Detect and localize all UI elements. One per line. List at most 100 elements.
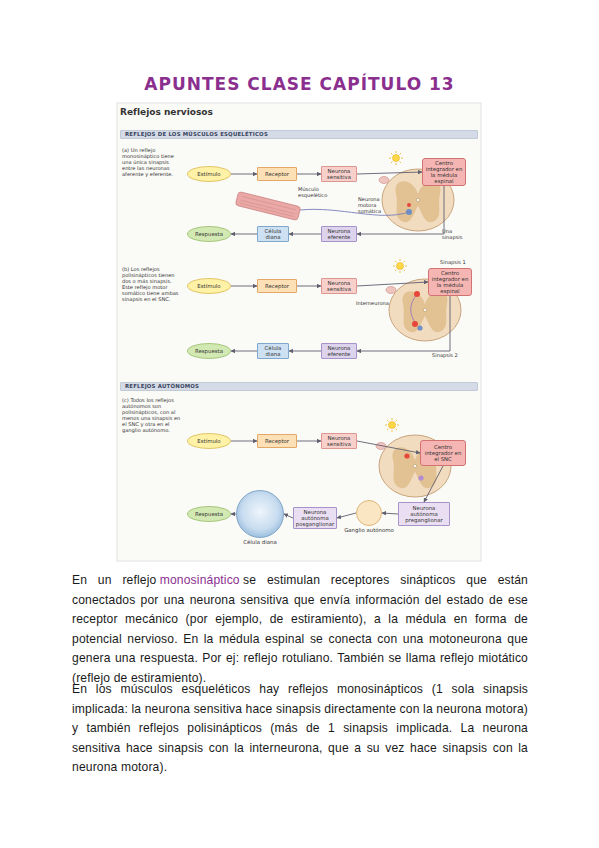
flow-arrow	[231, 351, 257, 352]
sun-core	[397, 263, 404, 270]
response-oval: Respuesta	[187, 226, 231, 242]
skeletal-muscle	[235, 191, 300, 220]
node-label: Respuesta	[194, 231, 224, 237]
postganglionic-neuron-box: Neurona autónoma posganglionar	[293, 507, 337, 529]
ganglion-circle: Ganglio autónomo	[356, 500, 382, 526]
node-label: Célula diana	[229, 539, 291, 545]
integrating-center-box: Centro integrador en la médula espinal	[422, 158, 466, 186]
node-label: Ganglio autónomo	[338, 527, 400, 533]
node-ellipse	[188, 507, 231, 522]
central-canal	[416, 198, 419, 201]
target-cell-box: Célula diana	[257, 343, 289, 359]
node-label: Centro integrador en la médula espinal	[423, 160, 465, 185]
stimulus-oval: Estímulo	[187, 166, 231, 182]
sensory-neuron-box: Neurona sensitiva	[321, 278, 357, 294]
node-ellipse	[188, 227, 231, 242]
node-label: Estímulo	[196, 283, 221, 289]
synapse-star	[412, 321, 418, 327]
receptor-box: Receptor	[257, 279, 297, 293]
part-label: Sinapsis 2	[432, 352, 462, 358]
stimulus-sun	[389, 151, 403, 165]
highlighted-term: monosináptico	[160, 573, 240, 587]
node-label: Centro integrador en el SNC	[421, 444, 465, 463]
sun-core	[389, 422, 396, 429]
integrating-center-box: Centro integrador en el SNC	[420, 440, 466, 466]
node-ellipse	[237, 491, 284, 538]
dorsal-root-ganglion	[386, 287, 396, 294]
sun-rays	[389, 151, 403, 165]
response-oval: Respuesta	[187, 506, 231, 522]
flow-arrow	[231, 286, 257, 287]
sensory-neuron-box: Neurona sensitiva	[321, 433, 357, 449]
integrating-center-box: Centro integrador en la médula espinal	[428, 268, 472, 296]
page-title: APUNTES CLASE CAPÍTULO 13	[0, 74, 599, 94]
synapse-star	[404, 453, 409, 458]
receptor-box: Receptor	[257, 167, 297, 181]
dorsal-root-ganglion	[379, 177, 389, 184]
preganglionic-neuron-box: Neurona autónoma preganglionar	[398, 502, 450, 526]
sun-rays	[393, 259, 407, 273]
flow-arrow	[297, 286, 321, 287]
figure-heading: Reflejos nerviosos	[120, 107, 340, 118]
flow-arrow	[231, 174, 257, 175]
part-label: Una sinapsis	[442, 228, 472, 240]
flow-arrow	[231, 441, 257, 442]
node-label: Receptor	[264, 171, 290, 177]
receptor-box: Receptor	[257, 434, 297, 448]
flow-arrow	[357, 441, 420, 453]
node-label: Célula diana	[258, 228, 288, 240]
response-oval: Respuesta	[187, 343, 231, 359]
stimulus-sun	[393, 259, 407, 273]
paragraph: En los músculos esqueléticos hay reflejo…	[72, 680, 528, 778]
flow-arrow	[231, 234, 257, 235]
node-ellipse	[188, 344, 231, 359]
interneuron-axon	[411, 294, 417, 322]
node-label: Receptor	[264, 438, 290, 444]
part-label: Sinapsis 1	[440, 259, 472, 265]
gray-matter	[402, 291, 447, 332]
part-label: Músculo esquelético	[298, 186, 342, 198]
gray-matter	[395, 181, 440, 222]
node-label: Receptor	[264, 283, 290, 289]
node-label: Neurona eferente	[322, 345, 356, 357]
panel-caption: (c) Todos los reflejos autónomos son pol…	[122, 397, 184, 434]
node-label: Neurona autónoma posganglionar	[294, 509, 336, 528]
target-cell-circle: Célula diana	[236, 490, 284, 538]
node-label: Neurona eferente	[322, 228, 356, 240]
band-heading: REFLEJOS AUTÓNOMOS	[121, 383, 477, 389]
flow-arrow	[357, 186, 444, 234]
node-label: Estímulo	[196, 171, 221, 177]
efferent-neuron-box: Neurona eferente	[321, 343, 357, 359]
node-label: Respuesta	[194, 348, 224, 354]
figure-background	[117, 103, 481, 561]
node-ellipse	[188, 434, 231, 449]
dorsal-root-ganglion	[376, 443, 386, 450]
flow-arrow	[289, 351, 321, 352]
node-label: Célula diana	[258, 345, 288, 357]
sun-core	[393, 155, 400, 162]
node-label: Neurona autónoma preganglionar	[399, 505, 449, 524]
efferent-neuron-box: Neurona eferente	[321, 226, 357, 242]
preganglionic-body	[418, 475, 423, 480]
sun-rays	[385, 418, 399, 432]
paragraph: En un reflejomonosinápticose estimulan r…	[72, 571, 528, 689]
panel-caption: (b) Los reflejos polisinápticos tienen d…	[122, 266, 184, 303]
flow-arrow	[357, 296, 450, 351]
node-label: Respuesta	[194, 511, 224, 517]
flow-arrow	[297, 174, 321, 175]
node-ellipse	[188, 279, 231, 294]
band-heading: REFLEJOS DE LOS MÚSCULOS ESQUELÉTICOS	[121, 131, 477, 137]
section-band: REFLEJOS DE LOS MÚSCULOS ESQUELÉTICOS	[120, 130, 478, 139]
central-canal	[423, 308, 426, 311]
flow-arrow	[231, 514, 236, 515]
body-text: se estimulan receptores sinápticos que e…	[72, 573, 528, 685]
muscle-body	[235, 191, 300, 220]
flow-arrow	[424, 466, 443, 502]
section-band: REFLEJOS AUTÓNOMOS	[120, 382, 478, 391]
muscle-stripe	[242, 196, 296, 210]
muscle-stripe	[241, 200, 295, 214]
flow-arrow	[284, 514, 293, 518]
